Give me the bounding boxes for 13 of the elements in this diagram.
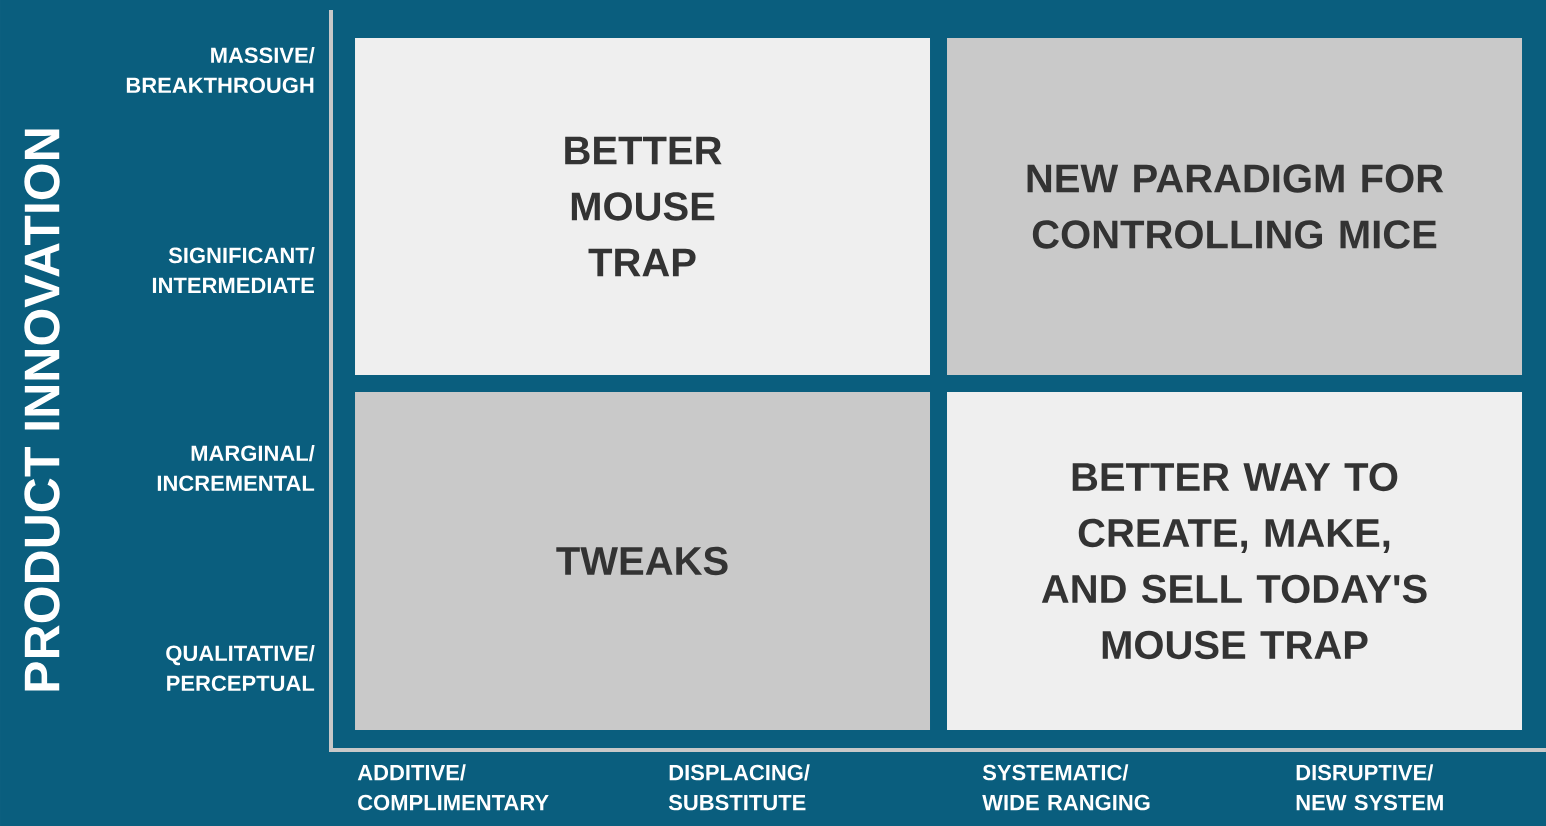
axis-label: ADDITIVE/ COMPLIMENTARY (357, 764, 549, 811)
axis-label: MASSIVE/ BREAKTHROUGH (126, 46, 315, 94)
axis-label: DISPLACING/ SUBSTITUTE (668, 764, 810, 811)
quadrant-box: BETTER WAY TO CREATE, MAKE, AND SELL TODAY'S MOUSE TRAP (947, 392, 1522, 730)
quadrant-box: BETTER MOUSE TRAP (355, 38, 930, 375)
axis-label: SYSTEMATIC/ WIDE RANGING (982, 764, 1150, 811)
axis-label: QUALITATIVE/ PERCEPTUAL (166, 644, 315, 692)
quadrant-box: TWEAKS (355, 392, 930, 730)
quadrant-box: NEW PARADIGM FOR CONTROLLING MICE (947, 38, 1522, 375)
axis-title: PRODUCT INNOVATION (24, 129, 60, 691)
axis-label: MARGINAL/ INCREMENTAL (157, 444, 315, 492)
axis-label: SIGNIFICANT/ INTERMEDIATE (152, 247, 315, 293)
axis-label: DISRUPTIVE/ NEW SYSTEM (1296, 764, 1443, 811)
